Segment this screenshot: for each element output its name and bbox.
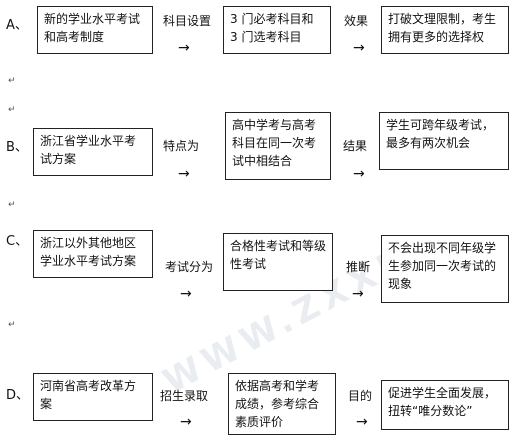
row-label: B、: [6, 140, 28, 155]
box-subject: 河南省高考改革方案: [33, 373, 153, 421]
return-mark: ↵: [8, 105, 16, 115]
right-arrow-icon: →: [353, 40, 365, 56]
row-label: A、: [6, 18, 28, 33]
row-label: D、: [6, 388, 30, 403]
right-arrow-icon: →: [353, 166, 365, 182]
box-feature: 合格性考试和等级性考试: [223, 233, 333, 291]
connector-label: 招生录取: [160, 389, 209, 403]
box-result: 不会出现不同年级学生参加同一次考试的现象: [381, 235, 509, 303]
box-subject: 新的学业水平考试和高考制度: [37, 6, 153, 54]
right-arrow-icon: →: [178, 166, 190, 182]
return-mark: ↵: [8, 320, 16, 330]
connector-label: 推断: [346, 260, 371, 274]
box-subject: 浙江省学业水平考试方案: [33, 128, 153, 176]
return-mark: ↵: [8, 200, 16, 210]
right-arrow-icon: →: [178, 40, 190, 56]
right-arrow-icon: →: [352, 286, 364, 302]
box-feature: 高中学考与高考科目在同一次考试中相结合: [225, 112, 331, 180]
right-arrow-icon: →: [356, 414, 368, 430]
connector-label: 特点为: [163, 139, 200, 153]
right-arrow-icon: →: [180, 414, 192, 430]
return-mark: ↵: [8, 76, 16, 86]
connector-label: 目的: [348, 389, 373, 403]
box-result: 学生可跨年级考试，最多有两次机会: [379, 112, 509, 170]
box-feature: 依据高考和学考成绩，参考综合素质评价: [228, 373, 336, 435]
connector-label: 考试分为: [165, 260, 214, 274]
box-feature: 3 门必考科目和 3 门选考科目: [223, 6, 331, 54]
connector-label: 效果: [344, 14, 369, 28]
row-label: C、: [6, 234, 29, 249]
box-subject: 浙江以外其他地区学业水平考试方案: [33, 230, 153, 278]
right-arrow-icon: →: [180, 286, 192, 302]
connector-label: 科目设置: [163, 14, 212, 28]
box-result: 打破文理限制，考生拥有更多的选择权: [381, 6, 509, 54]
connector-label: 结果: [343, 139, 368, 153]
box-result: 促进学生全面发展，扭转“唯分数论”: [381, 380, 509, 430]
